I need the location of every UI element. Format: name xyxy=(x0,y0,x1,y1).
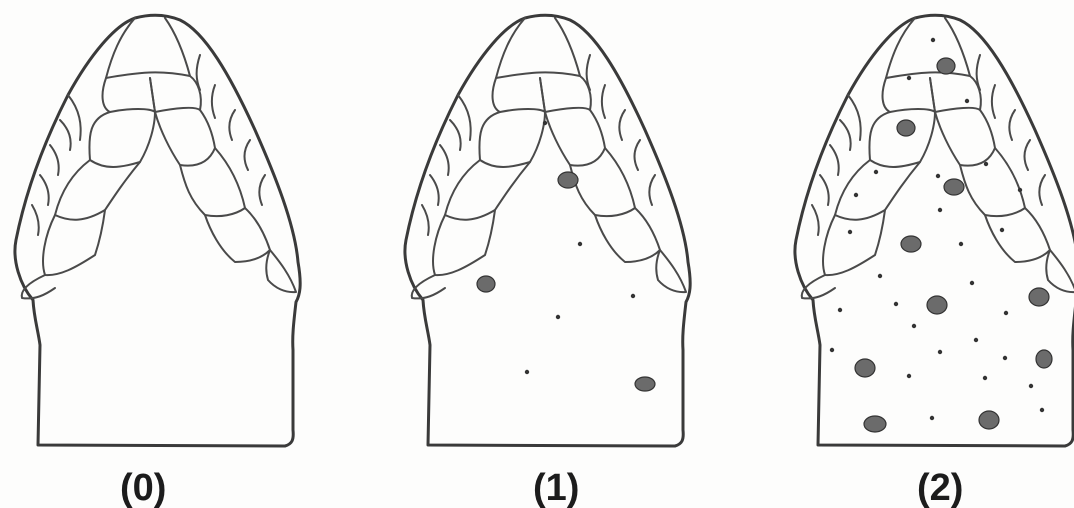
spot xyxy=(558,172,578,188)
scale-pattern xyxy=(22,18,296,298)
dot xyxy=(830,348,834,352)
dot xyxy=(938,208,942,212)
panel-label-0: (0) xyxy=(120,467,166,508)
spot xyxy=(864,416,886,432)
dot xyxy=(556,315,560,319)
panel-label-1: (1) xyxy=(533,467,579,508)
dot xyxy=(1000,228,1004,232)
spot xyxy=(1036,350,1052,368)
spot xyxy=(897,120,915,136)
scale-pattern xyxy=(412,18,686,298)
dot xyxy=(1018,188,1022,192)
dot xyxy=(631,294,635,298)
dot xyxy=(874,170,878,174)
dot xyxy=(970,281,974,285)
panel-label-2: (2) xyxy=(917,467,963,508)
head-panel-2 xyxy=(795,15,1074,446)
dot xyxy=(912,324,916,328)
spot xyxy=(1029,288,1049,306)
scale-pattern xyxy=(802,18,1074,298)
head-panel-1 xyxy=(405,15,690,446)
spot xyxy=(855,359,875,377)
spot xyxy=(927,296,947,314)
head-panel-0 xyxy=(15,15,300,446)
dot xyxy=(1029,384,1033,388)
dot xyxy=(930,416,934,420)
head-outline xyxy=(15,15,300,446)
dot xyxy=(848,230,852,234)
spot xyxy=(901,236,921,252)
dot xyxy=(1003,356,1007,360)
dot xyxy=(878,274,882,278)
spot-pattern-sparse xyxy=(477,121,655,391)
dot xyxy=(1004,311,1008,315)
dot xyxy=(983,376,987,380)
spot xyxy=(635,377,655,391)
dot xyxy=(838,308,842,312)
dot xyxy=(854,193,858,197)
dot xyxy=(938,350,942,354)
dot xyxy=(984,162,988,166)
dot xyxy=(578,242,582,246)
spot xyxy=(979,411,999,429)
dot xyxy=(543,121,547,125)
dot xyxy=(965,99,969,103)
head-outline xyxy=(795,15,1074,446)
spot xyxy=(944,179,964,195)
dot xyxy=(931,38,935,42)
dot xyxy=(525,370,529,374)
spot xyxy=(477,276,495,292)
dot xyxy=(894,302,898,306)
spot xyxy=(937,58,955,74)
dot xyxy=(907,76,911,80)
dot xyxy=(907,374,911,378)
dot xyxy=(974,338,978,342)
dot xyxy=(959,242,963,246)
dot xyxy=(936,174,940,178)
dot xyxy=(1040,408,1044,412)
